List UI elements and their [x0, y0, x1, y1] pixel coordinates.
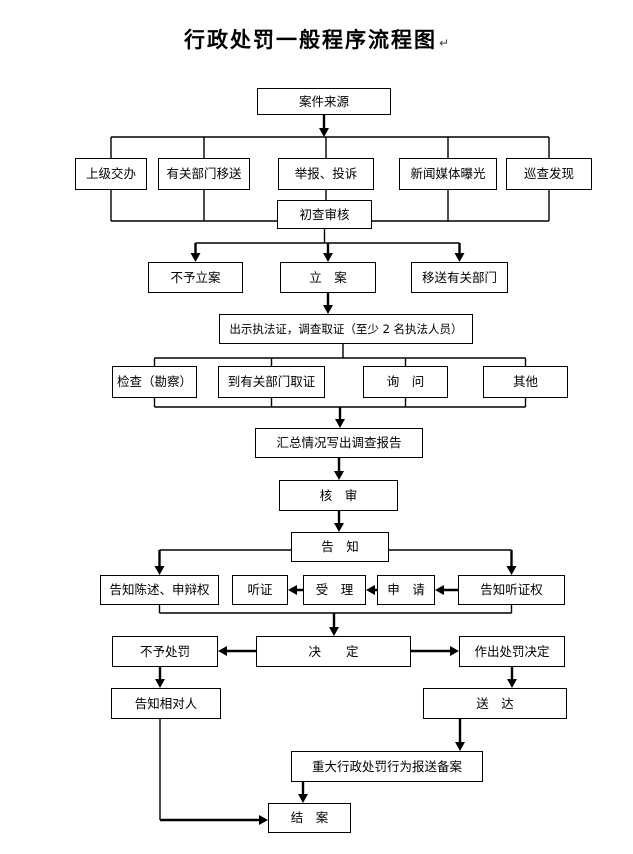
- node-filing: 立 案: [280, 262, 376, 293]
- node-notify-statement-right: 告知陈述、申辩权: [100, 575, 219, 605]
- node-preliminary-review: 初查审核: [277, 200, 372, 229]
- node-no-punishment: 不予处罚: [112, 636, 218, 667]
- paragraph-mark: ↵: [438, 36, 450, 50]
- node-make-decision: 作出处罚决定: [459, 636, 565, 667]
- node-decision: 决 定: [256, 636, 411, 667]
- node-inquiry: 询 问: [363, 366, 448, 398]
- node-accept: 受 理: [303, 575, 366, 605]
- node-verify-review: 核 审: [279, 480, 398, 511]
- node-show-credentials: 出示执法证，调查取证（至少 2 名执法人员）: [219, 314, 473, 344]
- node-report-complaint: 举报、投诉: [278, 158, 374, 190]
- node-inspection: 检查（勘察）: [112, 366, 197, 398]
- arrow-heads: [154, 128, 517, 825]
- node-other: 其他: [483, 366, 568, 398]
- node-patrol-discovery: 巡查发现: [506, 158, 592, 190]
- node-no-filing: 不予立案: [148, 262, 243, 293]
- node-summary-report: 汇总情况写出调查报告: [255, 428, 423, 458]
- node-notify: 告 知: [291, 532, 389, 562]
- node-close-case: 结 案: [268, 803, 351, 833]
- node-hearing: 听证: [232, 575, 288, 605]
- node-dept-evidence: 到有关部门取证: [218, 366, 325, 398]
- node-major-record: 重大行政处罚行为报送备案: [291, 751, 483, 782]
- node-case-source: 案件来源: [257, 88, 391, 115]
- node-deliver: 送 达: [423, 688, 567, 719]
- node-superior-assign: 上级交办: [75, 158, 147, 190]
- node-media-exposure: 新闻媒体曝光: [399, 158, 497, 190]
- node-transfer-dept: 移送有关部门: [411, 262, 508, 293]
- node-dept-transfer: 有关部门移送: [158, 158, 250, 190]
- node-notify-party: 告知相对人: [111, 688, 221, 719]
- node-apply: 申 请: [377, 575, 435, 605]
- page-title-text: 行政处罚一般程序流程图: [183, 28, 437, 52]
- node-notify-hearing-right: 告知听证权: [458, 575, 565, 605]
- page-title: 行政处罚一般程序流程图↵: [0, 24, 633, 54]
